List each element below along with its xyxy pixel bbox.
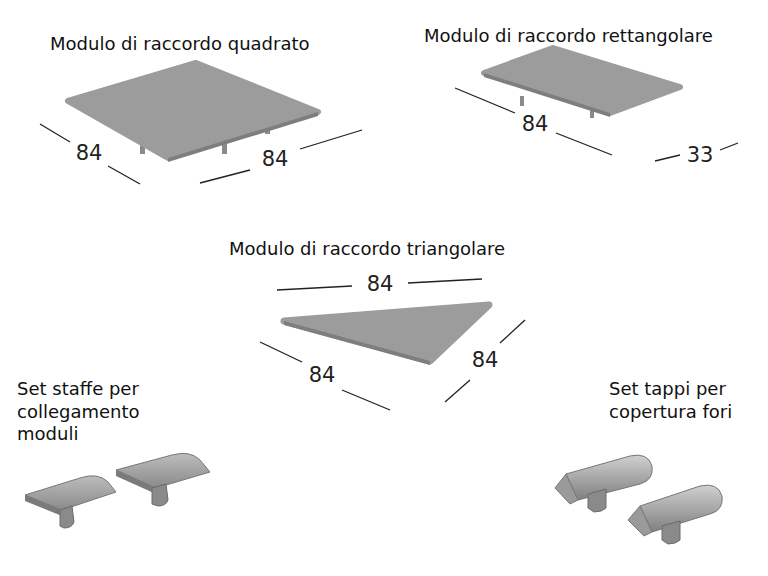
module-title: Modulo di raccordo quadrato: [50, 33, 310, 55]
accessory-title: Set staffe per collegamento moduli: [17, 378, 167, 446]
rectangular-module: [484, 48, 680, 118]
dimension-line: [40, 124, 362, 184]
dimension-label: 33: [687, 143, 714, 168]
dimension-label: 84: [76, 141, 103, 166]
module-title: Modulo di raccordo rettangolare: [424, 25, 713, 47]
triangular-module: [284, 305, 489, 365]
dimension-label: 84: [367, 272, 394, 297]
dimension-line: [260, 279, 525, 410]
accessory-title: Set tappi per copertura fori: [609, 378, 764, 423]
dimension-label: 84: [309, 363, 336, 388]
cap-set: [555, 455, 722, 544]
square-module: [68, 63, 318, 162]
module-title: Modulo di raccordo triangolare: [229, 238, 505, 260]
dimension-label: 84: [262, 147, 289, 172]
bracket-set: [25, 453, 210, 528]
dimension-label: 84: [522, 112, 549, 137]
dimension-label: 84: [472, 348, 499, 373]
